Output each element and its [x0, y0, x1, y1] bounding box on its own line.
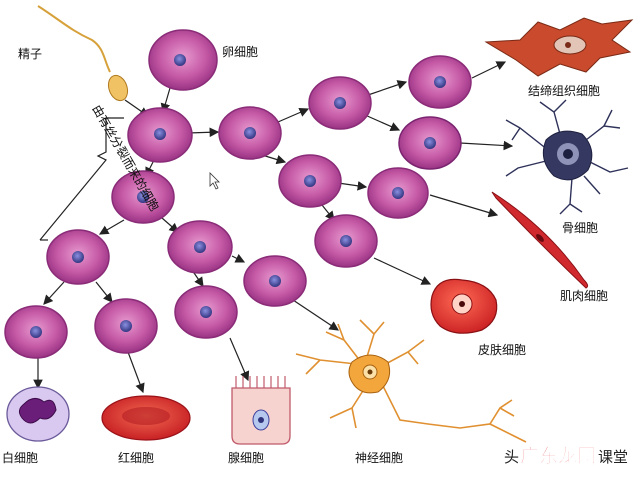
connective-tissue-cell [484, 17, 634, 77]
arrow-zygote-to-c2 [187, 127, 220, 138]
cell-c11 [167, 220, 233, 274]
arrow-to-nerve [289, 297, 339, 331]
arrow-to-bone [459, 140, 514, 151]
watermark-prefix: 头 [504, 448, 519, 466]
watermark-suffix: 课堂 [598, 448, 628, 466]
cell-c14 [243, 255, 307, 307]
label-sperm: 精子 [18, 47, 42, 61]
cell-c5 [278, 154, 342, 208]
label-bone: 骨细胞 [562, 221, 598, 235]
cell-zygote [127, 107, 193, 163]
cell-c7 [398, 116, 462, 170]
arrow-c10-to-c13 [95, 281, 113, 303]
arrow-c2-to-c4 [277, 107, 310, 123]
arrow-c4-to-c7 [364, 114, 401, 132]
mitosis-bracket [39, 117, 124, 241]
label-connective: 结缔组织细胞 [528, 83, 600, 98]
cell-c9 [314, 214, 378, 268]
cell-c2 [218, 106, 282, 160]
watermark: 头 广东龙网 课堂 [504, 444, 628, 468]
cell-c10 [46, 229, 110, 285]
bone-cell [505, 99, 629, 215]
label-egg: 卵细胞 [222, 45, 258, 59]
nerve-cell [295, 319, 527, 443]
white-blood-cell [6, 386, 70, 442]
red-blood-cell [101, 395, 191, 441]
arrow-to-skin [373, 257, 432, 285]
label-skin: 皮肤细胞 [478, 342, 526, 357]
arrow-c3-to-c10 [98, 219, 125, 235]
cell-c12 [4, 305, 68, 359]
skin-cell [430, 278, 498, 334]
cell-c13 [94, 298, 158, 354]
label-gland: 腺细胞 [228, 451, 264, 465]
cell-c3 [111, 170, 175, 224]
cell-c8 [367, 167, 429, 219]
mouse-cursor-icon [209, 172, 220, 190]
arrow-to-connective [471, 61, 507, 79]
arrow-c10-to-c12 [43, 281, 65, 305]
arrow-to-red [127, 351, 145, 394]
muscle-cell [491, 191, 589, 289]
arrow-c11-to-c14 [231, 253, 246, 263]
label-red-blood: 红细胞 [118, 450, 154, 465]
gland-cell [231, 376, 291, 445]
sperm-illustration [37, 5, 129, 102]
label-white-blood: 白细胞 [2, 450, 38, 465]
stem-cells [4, 29, 472, 359]
arrow-c4-to-c6 [367, 80, 408, 96]
arrow-c5-to-c8 [337, 181, 368, 191]
cell-egg [148, 29, 218, 91]
label-muscle: 肌肉细胞 [560, 289, 608, 303]
arrow-to-gland [229, 337, 250, 382]
cell-c4 [308, 76, 372, 130]
cell-c6 [408, 55, 472, 109]
arrow-to-muscle [429, 194, 499, 218]
cell-c15 [174, 285, 238, 339]
watermark-site: 广东龙网 [520, 444, 596, 467]
label-nerve: 神经细胞 [355, 451, 403, 465]
